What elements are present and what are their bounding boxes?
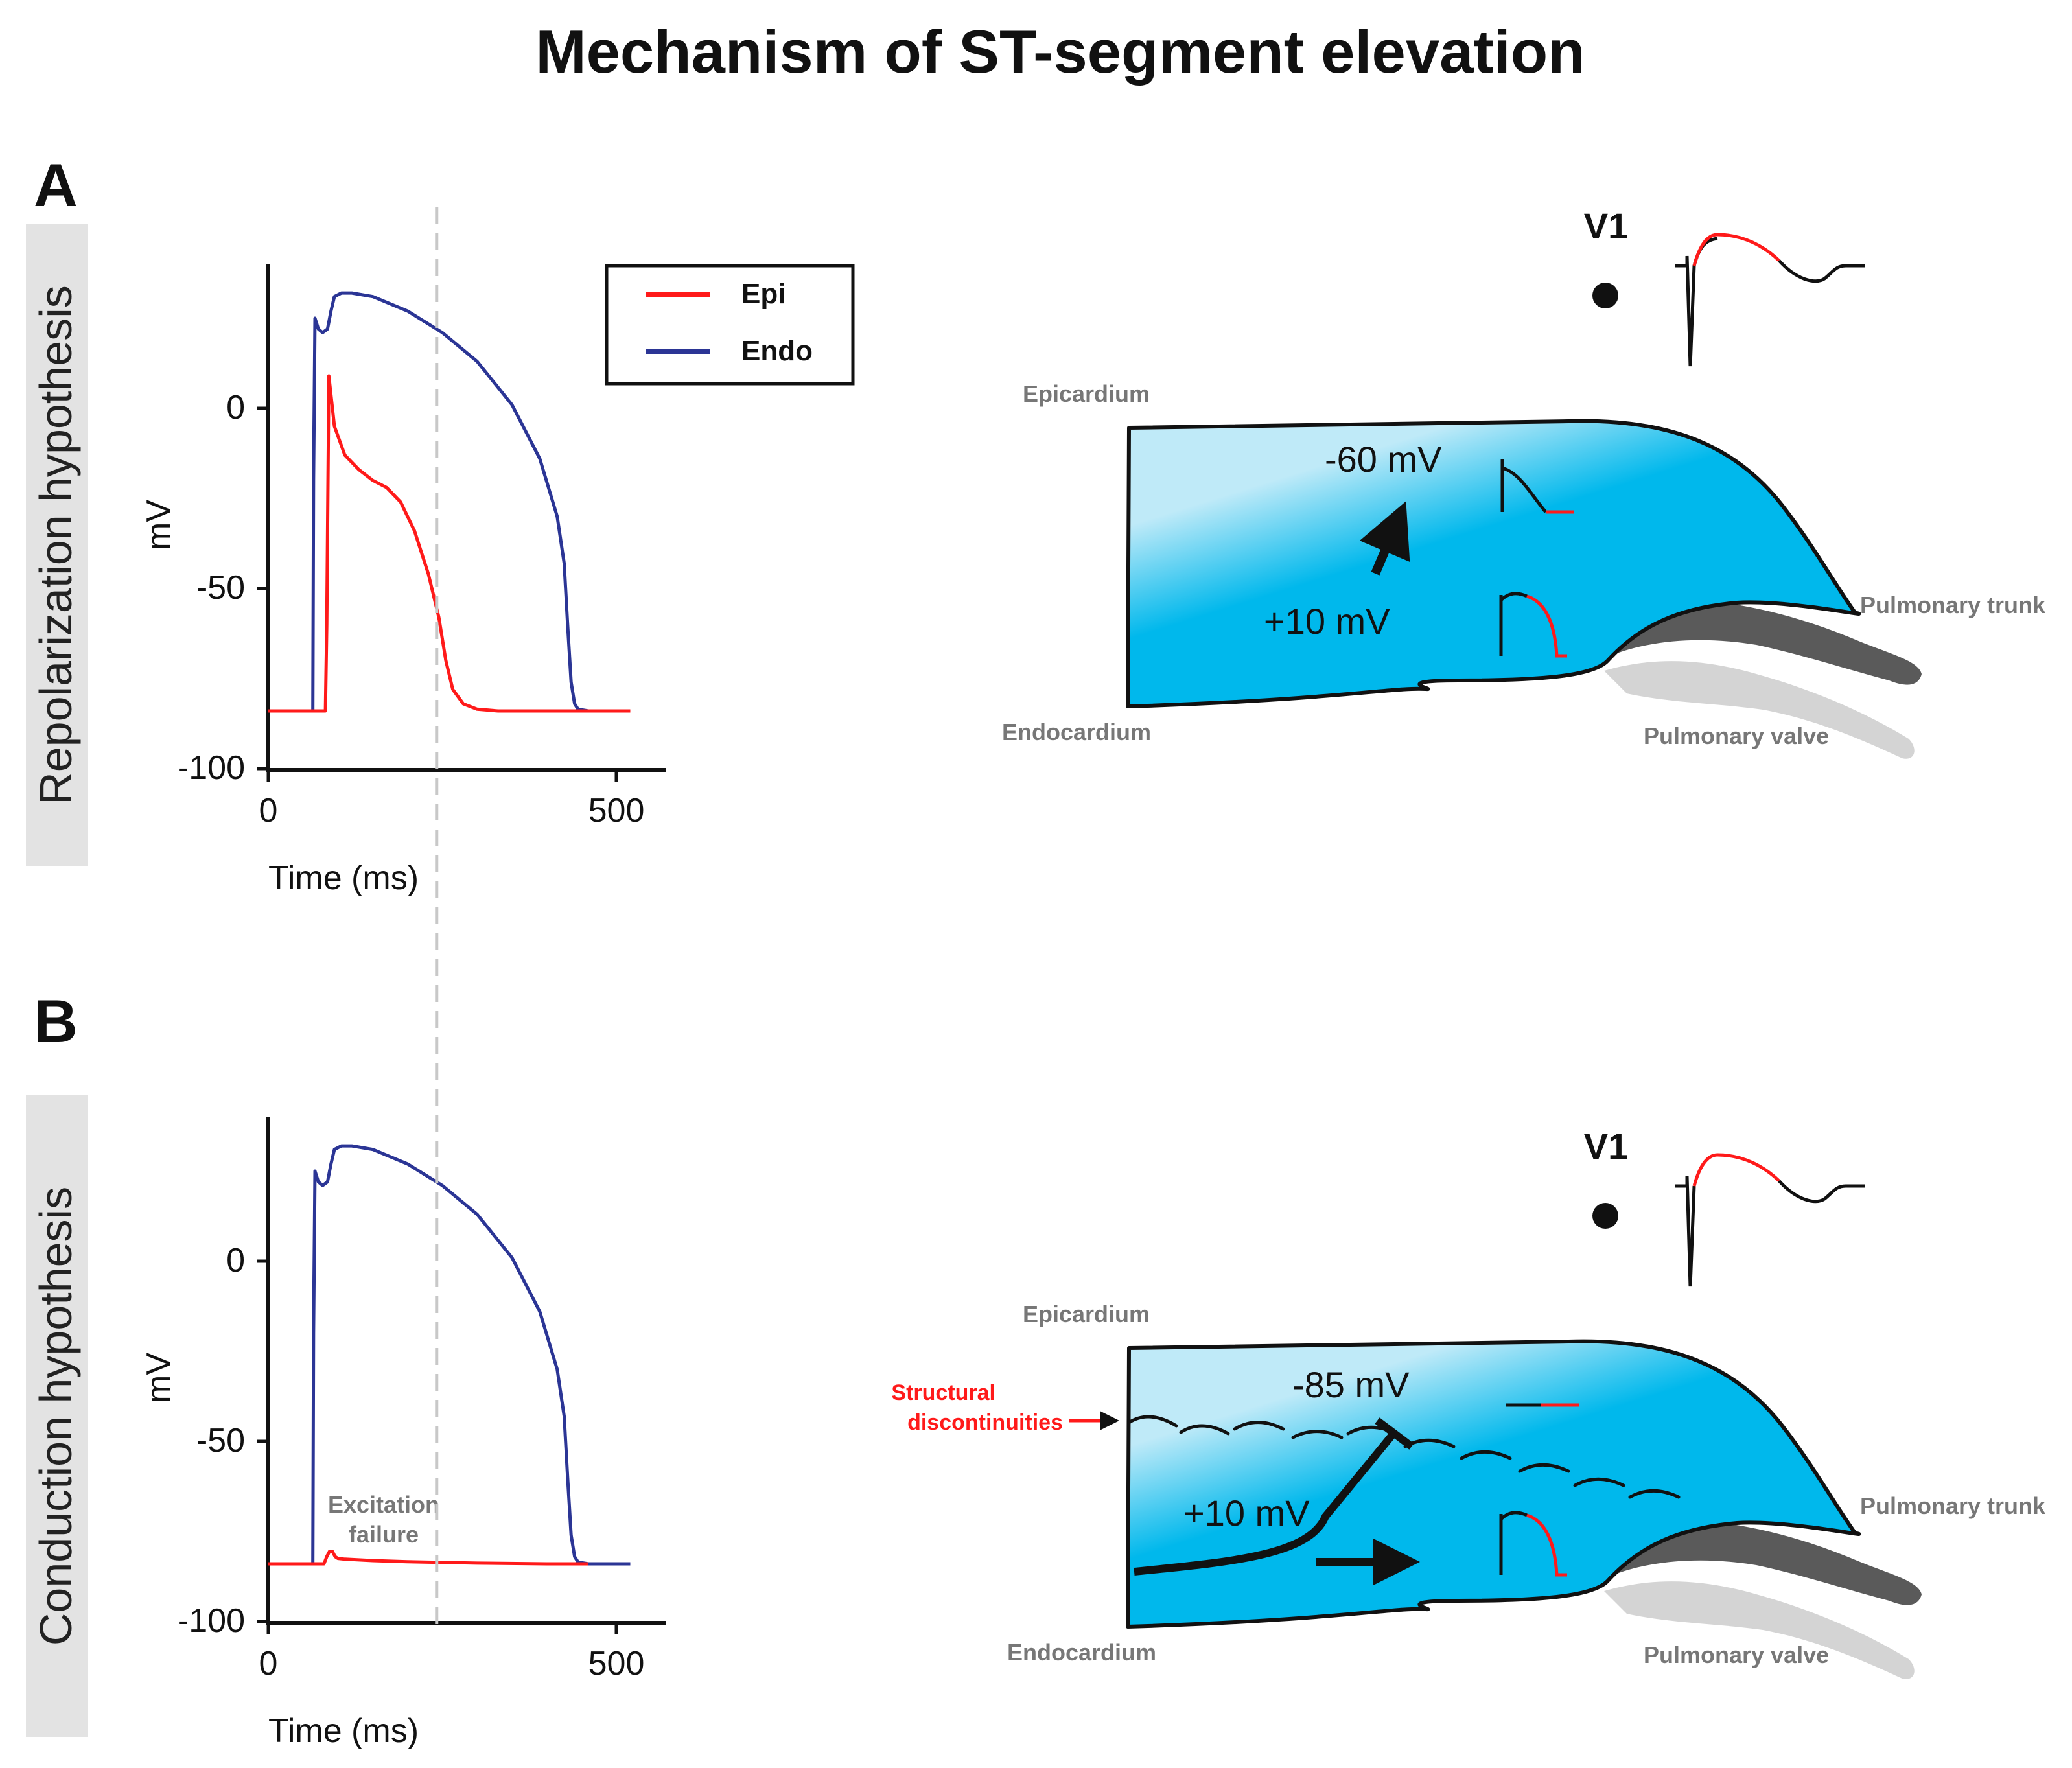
tissue-block xyxy=(1126,419,1861,708)
pulmonary-valve-label: Pulmonary valve xyxy=(1644,1642,1829,1668)
y-axis-label: mV xyxy=(140,1353,178,1403)
tissue-diagram-b: Epicardium Endocardium Pulmonary trunk P… xyxy=(891,1126,2046,1679)
series-line-endo xyxy=(268,1144,631,1566)
action-potential-chart-a: 0 -50 -100 0 500 mV Time (ms) Epi Endo xyxy=(140,264,855,897)
mini-ap-epi xyxy=(1500,459,1574,514)
action-potential-chart-b: 0 -50 -100 0 500 mV Time (ms) Excitation… xyxy=(140,1117,666,1750)
pulmonary-trunk-label: Pulmonary trunk xyxy=(1860,1493,2046,1519)
epicardium-label: Epicardium xyxy=(1023,1301,1150,1327)
panel-a: A Repolarization hypothesis 0 -50 -100 0… xyxy=(26,151,2046,897)
x-axis-label: Time (ms) xyxy=(268,859,419,897)
lead-label: V1 xyxy=(1584,1126,1629,1167)
tissue-diagram-a: Epicardium Endocardium Pulmonary trunk P… xyxy=(1002,205,2046,759)
x-tick-label-0: 0 xyxy=(259,1645,278,1682)
legend-endo-label: Endo xyxy=(741,335,813,367)
mini-ap-endo xyxy=(1499,592,1567,658)
pulmonary-trunk-shape xyxy=(1581,1521,1922,1605)
legend-box xyxy=(605,264,855,386)
x-tick-label-0: 0 xyxy=(259,792,278,830)
y-tick-label-minus50: -50 xyxy=(196,569,245,607)
endo-voltage-label: +10 mV xyxy=(1264,601,1390,642)
panel-letter-a: A xyxy=(34,151,78,219)
series-line-epi xyxy=(268,1550,588,1566)
pulmonary-valve-label: Pulmonary valve xyxy=(1644,723,1829,749)
pulmonary-valve-shape xyxy=(1604,1581,1915,1679)
epicardium-label: Epicardium xyxy=(1023,380,1150,407)
legend-epi-label: Epi xyxy=(741,278,786,310)
y-tick-label-minus50: -50 xyxy=(196,1422,245,1460)
structural-discontinuities-label-1: Structural xyxy=(891,1380,995,1405)
endocardium-label: Endocardium xyxy=(1007,1639,1156,1666)
conduction-block-bar xyxy=(1375,1417,1414,1450)
ecg-trace xyxy=(1675,1153,1865,1287)
pulmonary-trunk-label: Pulmonary trunk xyxy=(1860,592,2046,618)
figure-title: Mechanism of ST-segment elevation xyxy=(535,17,1585,86)
series-line-epi xyxy=(268,374,631,713)
y-axis-label: mV xyxy=(140,500,178,550)
pulmonary-trunk-shape xyxy=(1581,601,1922,685)
side-label-a: Repolarization hypothesis xyxy=(30,285,81,805)
lead-label: V1 xyxy=(1584,205,1629,246)
epi-voltage-label: -85 mV xyxy=(1292,1364,1410,1405)
electrode-dot xyxy=(1592,1203,1618,1229)
y-tick-label-minus100: -100 xyxy=(178,1602,245,1640)
pulmonary-valve-shape xyxy=(1604,661,1915,759)
blocked-conduction-arrow xyxy=(1134,1431,1397,1576)
mini-ap-endo xyxy=(1499,1511,1567,1577)
structural-discontinuities-label-2: discontinuities xyxy=(907,1410,1063,1435)
ecg-trace xyxy=(1675,233,1865,367)
excitation-failure-label-2: failure xyxy=(349,1521,419,1548)
epi-voltage-label: -60 mV xyxy=(1325,439,1442,480)
series-line-endo xyxy=(268,291,631,713)
electrode-dot xyxy=(1592,283,1618,308)
panel-b: B Conduction hypothesis 0 -50 -100 0 500… xyxy=(26,987,2046,1750)
x-axis-label: Time (ms) xyxy=(268,1712,419,1750)
x-tick-label-500: 500 xyxy=(588,1645,645,1682)
side-label-band-a xyxy=(26,224,88,866)
panel-letter-b: B xyxy=(34,987,78,1055)
endocardium-label: Endocardium xyxy=(1002,719,1151,745)
y-tick-label-minus100: -100 xyxy=(178,749,245,787)
side-label-b: Conduction hypothesis xyxy=(30,1187,81,1646)
y-tick-label-0: 0 xyxy=(226,389,245,426)
y-tick-label-0: 0 xyxy=(226,1242,245,1279)
gradient-arrow xyxy=(1359,501,1410,576)
x-tick-label-500: 500 xyxy=(588,792,645,830)
excitation-failure-label-1: Excitation xyxy=(328,1491,439,1518)
tissue-block xyxy=(1126,1339,1861,1629)
endo-voltage-label: +10 mV xyxy=(1183,1493,1310,1533)
side-label-band-b xyxy=(26,1095,88,1737)
